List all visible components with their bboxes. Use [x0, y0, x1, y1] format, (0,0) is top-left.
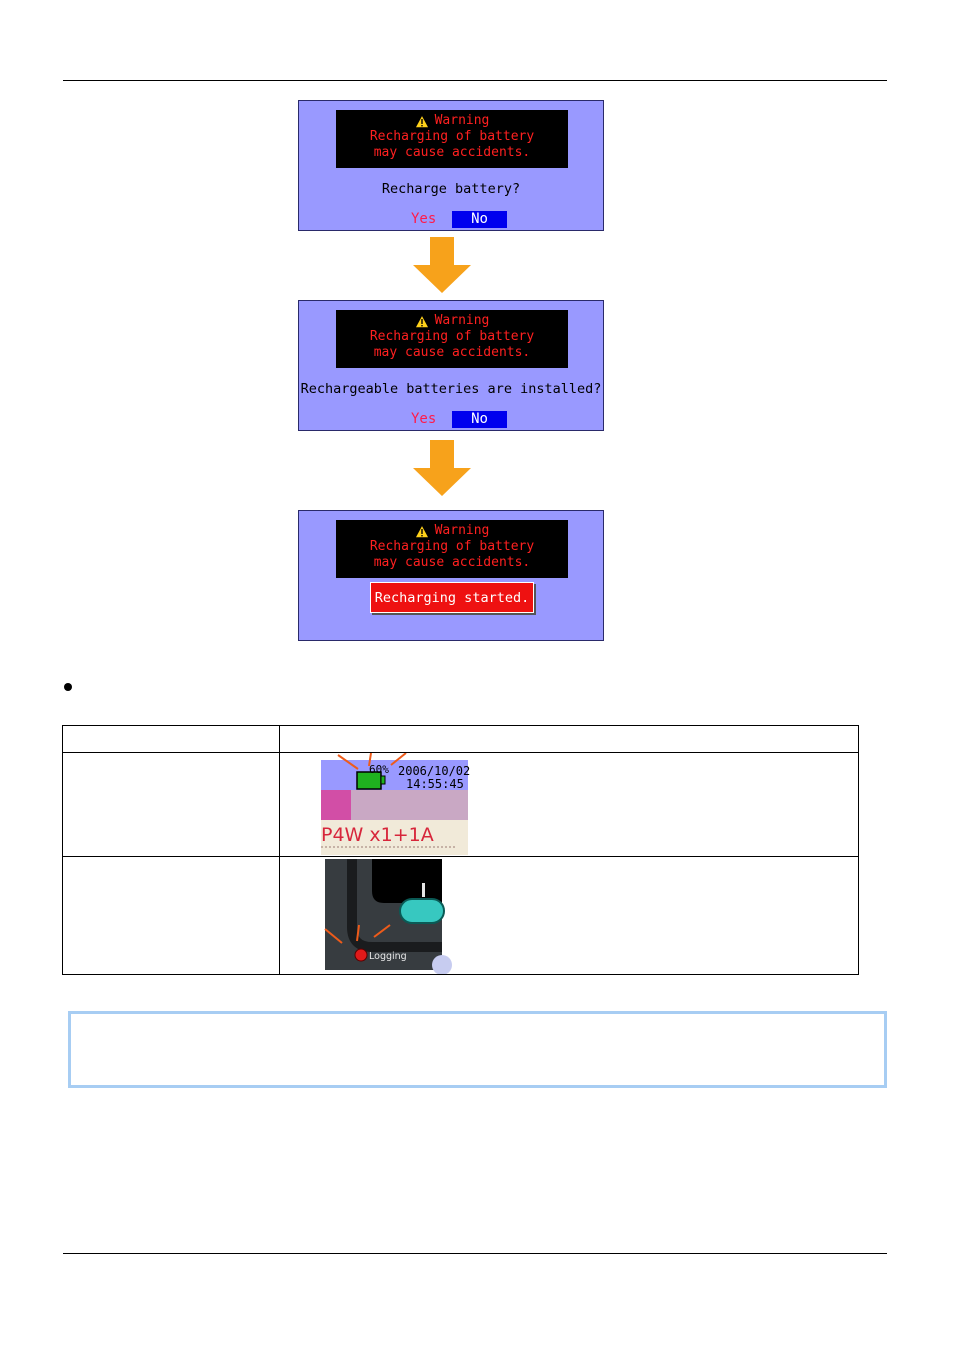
no-button[interactable]: No — [452, 211, 507, 228]
warning-box: Warning Recharging of battery may cause … — [336, 520, 568, 578]
warning-title: Warning — [434, 113, 490, 128]
logging-led-icon — [354, 948, 368, 962]
bullet-point — [64, 683, 72, 691]
battery-status-screenshot: 60% 2006/10/02 14:55:45 P4W x1+1A — [321, 753, 470, 855]
callout-lines — [337, 753, 407, 770]
warning-box: Warning Recharging of battery may cause … — [336, 110, 568, 168]
logging-label: Logging — [369, 951, 407, 962]
down-arrow-icon — [413, 440, 471, 496]
table-header-cell-2 — [279, 725, 859, 753]
warning-title: Warning — [434, 523, 490, 538]
dialog-recharging-started: Warning Recharging of battery may cause … — [298, 510, 604, 641]
table-cell: 60% 2006/10/02 14:55:45 P4W x1+1A — [279, 752, 859, 857]
recharging-started-message: Recharging started. — [370, 582, 534, 613]
footer-rule — [63, 1253, 887, 1254]
time-readout: 14:55:45 — [406, 777, 464, 791]
table-header-cell-1 — [62, 725, 280, 753]
warning-icon — [414, 314, 429, 328]
dialog-question: Recharge battery? — [381, 181, 521, 197]
date-readout: 2006/10/02 — [398, 764, 470, 778]
no-button[interactable]: No — [452, 411, 507, 428]
battery-icon — [356, 771, 386, 790]
warning-title: Warning — [434, 313, 490, 328]
table-cell — [62, 856, 280, 975]
note-box — [68, 1011, 887, 1088]
table-header-row — [62, 725, 859, 753]
dialog-rechargeable-confirm: Warning Recharging of battery may cause … — [298, 300, 604, 431]
table-cell: Logging — [279, 856, 859, 975]
logging-indicator-screenshot: Logging — [324, 859, 452, 974]
warning-line-2: may cause accidents. — [373, 555, 531, 570]
table-row: Logging — [62, 856, 859, 975]
battery-percent: 60% — [369, 763, 389, 776]
indicator-table: 60% 2006/10/02 14:55:45 P4W x1+1A — [62, 725, 859, 975]
warning-icon — [414, 524, 429, 538]
warning-icon — [414, 114, 429, 128]
down-arrow-icon — [413, 237, 471, 293]
warning-line-1: Recharging of battery — [369, 129, 535, 144]
dialog-question: Rechargeable batteries are installed? — [300, 381, 602, 397]
yes-button[interactable]: Yes — [411, 211, 437, 227]
header-rule — [63, 80, 887, 81]
warning-box: Warning Recharging of battery may cause … — [336, 310, 568, 368]
yes-button[interactable]: Yes — [411, 411, 437, 427]
table-cell — [62, 752, 280, 857]
table-row: 60% 2006/10/02 14:55:45 P4W x1+1A — [62, 752, 859, 857]
wiring-readout: P4W x1+1A — [321, 824, 434, 846]
dialog-recharge-confirm: Warning Recharging of battery may cause … — [298, 100, 604, 231]
callout-lines — [324, 924, 391, 944]
warning-line-2: may cause accidents. — [373, 145, 531, 160]
warning-line-1: Recharging of battery — [369, 329, 535, 344]
warning-line-2: may cause accidents. — [373, 345, 531, 360]
warning-line-1: Recharging of battery — [369, 539, 535, 554]
